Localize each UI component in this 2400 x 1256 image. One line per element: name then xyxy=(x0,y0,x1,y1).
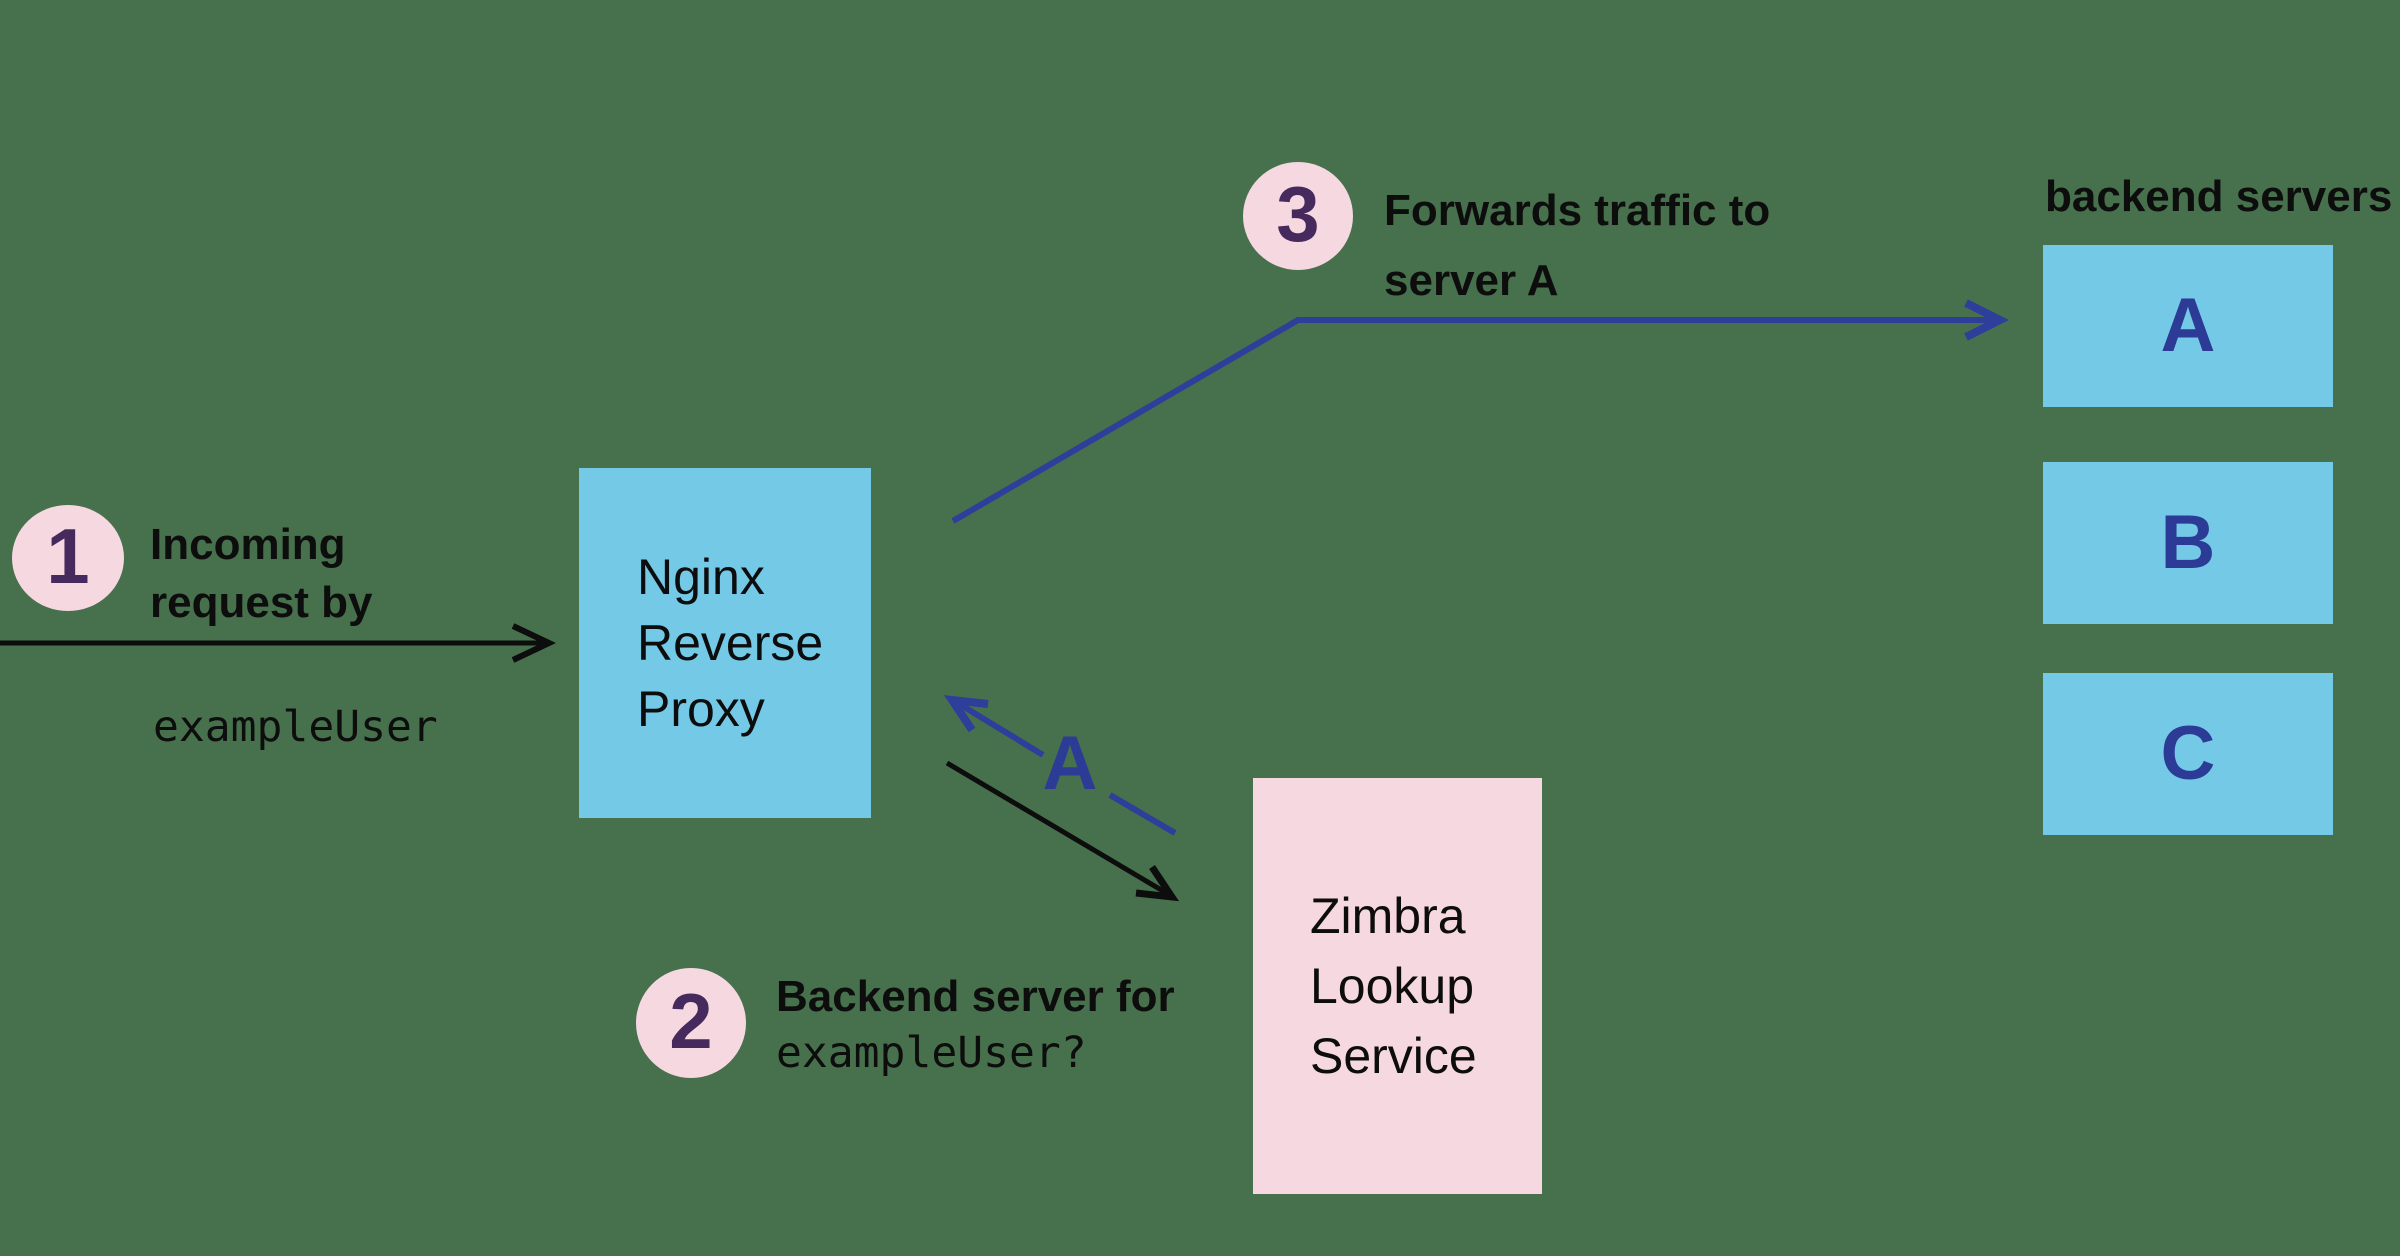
step-3-badge: 3 xyxy=(1243,162,1353,270)
step-2-badge: 2 xyxy=(636,968,746,1078)
step-1-badge: 1 xyxy=(12,505,124,611)
backend-server-a-node: A xyxy=(2043,245,2333,407)
step-1-label: Incoming request by xyxy=(150,520,373,627)
step-2-label: Backend server for xyxy=(776,972,1175,1021)
backend-server-b-label: B xyxy=(2160,500,2216,585)
backend-server-a-label: A xyxy=(2160,283,2216,368)
step-3-number: 3 xyxy=(1276,170,1320,258)
step-2-username-question: exampleUser? xyxy=(776,1028,1087,1078)
incoming-request-arrow xyxy=(0,623,557,663)
backend-server-c-label: C xyxy=(2160,711,2216,796)
lookup-response-server-label: A xyxy=(1042,721,1098,806)
backend-servers-title: backend servers xyxy=(2045,172,2393,221)
step-1-username: exampleUser xyxy=(153,702,438,752)
forward-traffic-arrow xyxy=(951,299,2009,524)
step-3-label: Forwards traffic to server A xyxy=(1384,186,1771,305)
backend-server-c-node: C xyxy=(2043,673,2333,835)
zimbra-lookup-service-label: Zimbra Lookup Service xyxy=(1310,888,1477,1084)
zimbra-lookup-service-node: Zimbra Lookup Service xyxy=(1253,778,1542,1194)
nginx-reverse-proxy-node: Nginx Reverse Proxy xyxy=(579,468,871,818)
nginx-reverse-proxy-label: Nginx Reverse Proxy xyxy=(637,549,824,737)
step-1-number: 1 xyxy=(46,512,90,600)
lookup-response-arrow xyxy=(943,695,1177,836)
step-2-number: 2 xyxy=(669,977,713,1065)
lookup-query-arrow xyxy=(945,760,1180,902)
backend-server-b-node: B xyxy=(2043,462,2333,624)
